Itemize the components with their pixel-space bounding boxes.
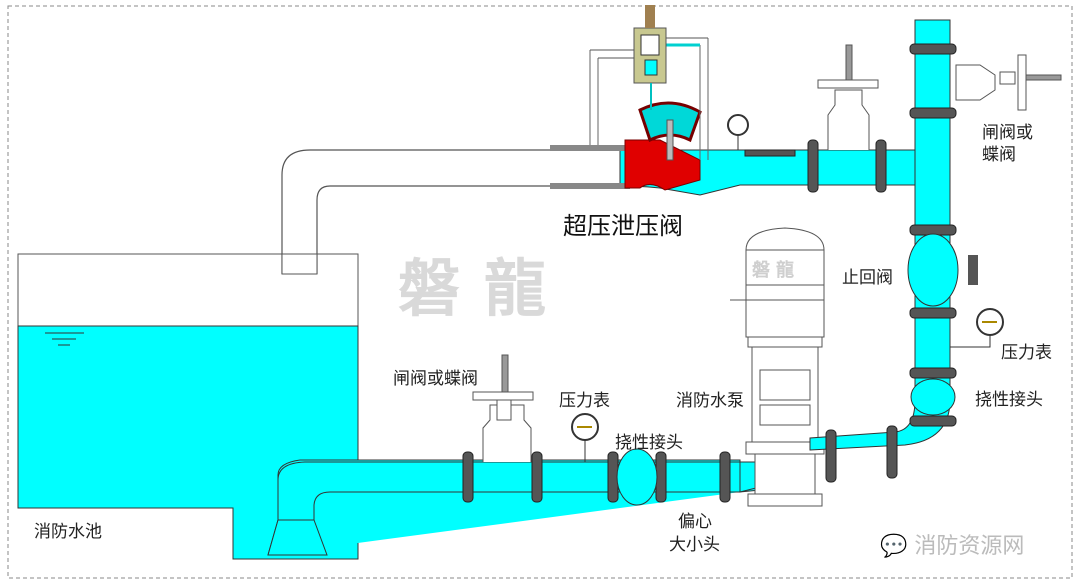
pressure-relief-valve	[550, 5, 709, 191]
bottom-flanges	[462, 451, 731, 503]
diagram-title: 超压泄压阀	[563, 212, 683, 240]
gate-valve-top	[817, 44, 879, 150]
label-reducer-line1: 偏心	[678, 512, 712, 532]
label-gauge-bottom: 压力表	[559, 391, 610, 411]
label-gate-valve-bottom: 闸阀或蝶阀	[393, 369, 478, 389]
label-flex-joint-bottom: 挠性接头	[615, 433, 683, 453]
watermark: 磐龍	[398, 252, 571, 325]
label-check-valve: 止回阀	[842, 268, 893, 288]
label-gauge-right: 压力表	[1001, 343, 1052, 363]
fire-pool	[17, 253, 359, 560]
frame-border	[7, 5, 1073, 579]
brand-text: 消防资源网	[914, 534, 1025, 559]
discharge-pipe	[809, 19, 951, 451]
pressure-gauge-right	[950, 308, 1004, 348]
fire-pump	[730, 227, 825, 507]
wechat-icon: 💬	[880, 534, 908, 559]
riser-flanges	[909, 43, 957, 427]
label-gate-valve-top-line1: 闸阀或	[982, 123, 1033, 143]
label-pump: 消防水泵	[676, 391, 744, 411]
label-pool: 消防水池	[34, 522, 102, 542]
brand-logo: 💬 消防资源网	[880, 528, 1024, 560]
flex-joint-right	[910, 378, 956, 416]
label-reducer-line2: 大小头	[669, 535, 720, 555]
gate-valve-top-right	[955, 54, 1062, 111]
check-valve	[907, 233, 959, 307]
gate-valve-bottom	[472, 354, 534, 462]
relief-return-pipe	[281, 149, 560, 274]
pressure-gauge-top	[727, 114, 749, 150]
pressure-gauge-bottom	[571, 413, 599, 462]
label-flex-joint-right: 挠性接头	[975, 390, 1043, 410]
flex-joint-bottom	[616, 448, 658, 506]
pump-watermark: 磐龍	[752, 260, 800, 281]
label-gate-valve-top-line2: 蝶阀	[982, 145, 1016, 165]
